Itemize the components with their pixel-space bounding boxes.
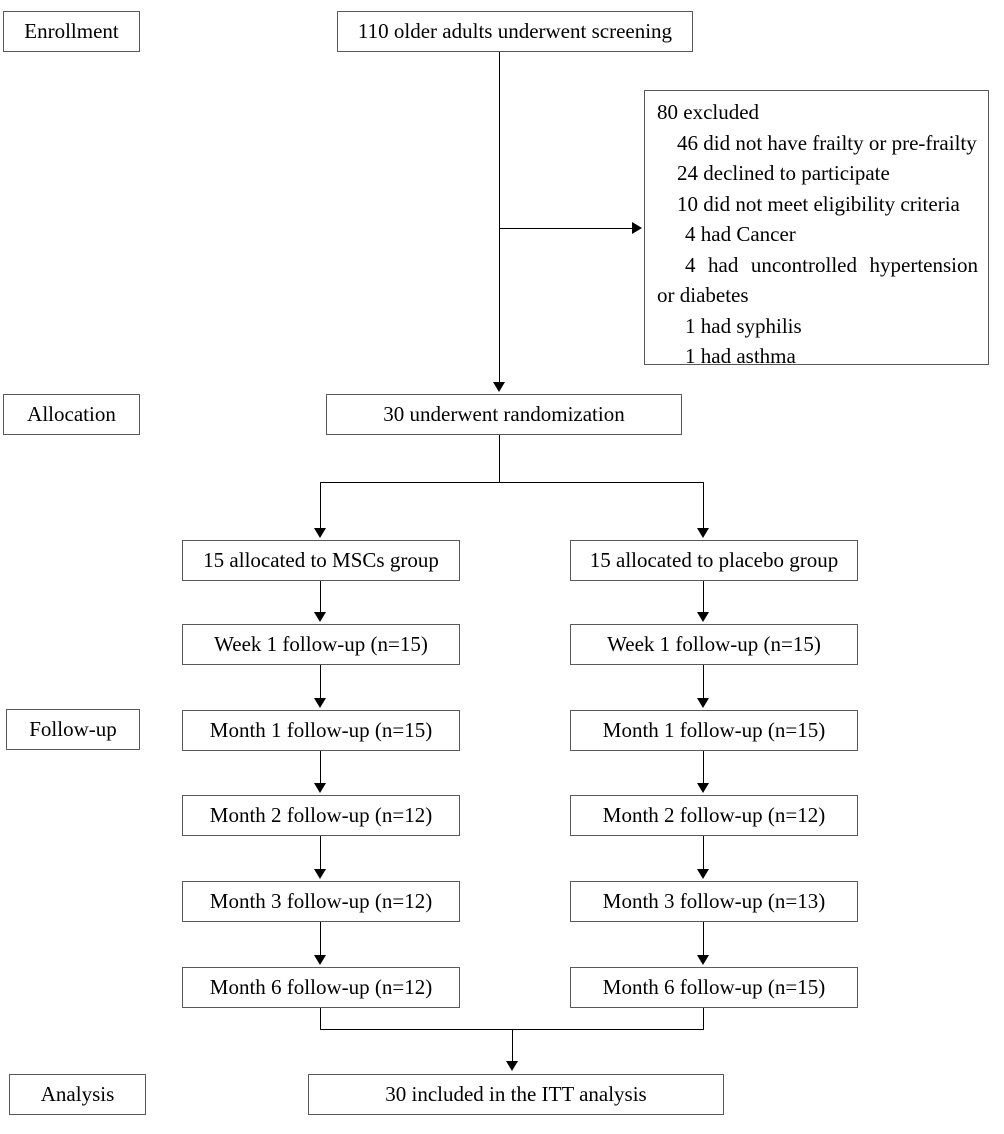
analysis-box: 30 included in the ITT analysis xyxy=(308,1074,724,1115)
connector-mscs-month3-to-month6 xyxy=(320,922,321,956)
stage-label-allocation-text: Allocation xyxy=(27,402,116,427)
stage-label-enrollment-text: Enrollment xyxy=(24,19,119,44)
placebo-followup-text: Month 2 follow-up (n=12) xyxy=(602,803,826,828)
stage-label-analysis: Analysis xyxy=(9,1074,146,1115)
excluded-box: 80 excluded 46 did not have frailty or p… xyxy=(644,90,989,368)
arrowhead-to-randomization xyxy=(493,382,505,392)
arrowhead-to-placebo-allocation xyxy=(697,528,709,538)
connector-split-bar xyxy=(320,482,704,483)
connector-merge-stem xyxy=(512,1029,513,1063)
arrowhead-placebo-month3 xyxy=(697,869,709,879)
connector-split-right xyxy=(703,482,704,530)
connector-randomization-stem xyxy=(499,435,500,482)
screening-box: 110 older adults underwent screening xyxy=(337,11,693,52)
arrowhead-placebo-month2 xyxy=(697,783,709,793)
excluded-reason-item: 1 had asthma xyxy=(685,344,796,369)
mscs-followup-box: Week 1 follow-up (n=15) xyxy=(182,624,460,665)
mscs-followup-text: Month 2 follow-up (n=12) xyxy=(209,803,433,828)
connector-placebo-month1-to-month2 xyxy=(703,751,704,784)
connector-to-excluded xyxy=(499,228,633,229)
connector-mscs-month2-to-month3 xyxy=(320,836,321,870)
placebo-followup-text: Month 1 follow-up (n=15) xyxy=(602,718,826,743)
arrowhead-mscs-month6 xyxy=(314,955,326,965)
placebo-followup-text: Month 6 follow-up (n=15) xyxy=(602,975,826,1000)
connector-split-left xyxy=(320,482,321,530)
analysis-text: 30 included in the ITT analysis xyxy=(385,1082,647,1107)
placebo-followup-box: Month 6 follow-up (n=15) xyxy=(570,967,858,1008)
mscs-allocation-text: 15 allocated to MSCs group xyxy=(203,548,439,573)
mscs-followup-box: Month 3 follow-up (n=12) xyxy=(182,881,460,922)
stage-label-analysis-text: Analysis xyxy=(40,1082,115,1107)
arrowhead-placebo-month1 xyxy=(697,698,709,708)
arrowhead-placebo-week1 xyxy=(697,612,709,622)
arrowhead-to-excluded xyxy=(632,222,642,234)
mscs-followup-box: Month 2 follow-up (n=12) xyxy=(182,795,460,836)
randomization-box: 30 underwent randomization xyxy=(326,394,682,435)
mscs-followup-text: Month 3 follow-up (n=12) xyxy=(209,889,433,914)
mscs-followup-text: Month 1 follow-up (n=15) xyxy=(209,718,433,743)
screening-text: 110 older adults underwent screening xyxy=(357,19,673,44)
excluded-reason-item: 4 had uncontrolled hypertension xyxy=(685,252,978,277)
connector-mscs-month1-to-month2 xyxy=(320,751,321,784)
stage-label-followup: Follow-up xyxy=(6,709,140,750)
excluded-reason-item: 10 did not meet eligibility criteria xyxy=(677,191,960,216)
stage-label-allocation: Allocation xyxy=(3,394,140,435)
placebo-allocation-box: 15 allocated to placebo group xyxy=(570,540,858,581)
arrowhead-to-mscs-allocation xyxy=(314,528,326,538)
excluded-heading: 80 excluded xyxy=(657,100,760,124)
arrowhead-placebo-month6 xyxy=(697,955,709,965)
placebo-followup-box: Week 1 follow-up (n=15) xyxy=(570,624,858,665)
connector-merge-left xyxy=(320,1008,321,1030)
connector-mscs-alloc-to-week1 xyxy=(320,581,321,614)
excluded-reason-item: 46 did not have frailty or pre-frailty xyxy=(677,130,977,155)
connector-mscs-week1-to-month1 xyxy=(320,665,321,699)
connector-merge-right xyxy=(703,1008,704,1030)
stage-label-enrollment: Enrollment xyxy=(3,11,140,52)
excluded-reason-item: 4 had Cancer xyxy=(685,222,796,247)
excluded-reason-item: 24 declined to participate xyxy=(677,161,890,186)
placebo-followup-box: Month 3 follow-up (n=13) xyxy=(570,881,858,922)
randomization-text: 30 underwent randomization xyxy=(383,402,625,427)
connector-placebo-month2-to-month3 xyxy=(703,836,704,870)
placebo-followup-text: Week 1 follow-up (n=15) xyxy=(607,632,821,657)
arrowhead-to-analysis xyxy=(506,1061,518,1071)
placebo-followup-box: Month 2 follow-up (n=12) xyxy=(570,795,858,836)
mscs-followup-text: Month 6 follow-up (n=12) xyxy=(209,975,433,1000)
connector-screening-to-randomization xyxy=(499,52,500,384)
arrowhead-mscs-month3 xyxy=(314,869,326,879)
stage-label-followup-text: Follow-up xyxy=(29,717,117,742)
mscs-followup-box: Month 6 follow-up (n=12) xyxy=(182,967,460,1008)
placebo-followup-text: Month 3 follow-up (n=13) xyxy=(602,889,826,914)
mscs-followup-text: Week 1 follow-up (n=15) xyxy=(214,632,428,657)
arrowhead-mscs-week1 xyxy=(314,612,326,622)
arrowhead-mscs-month2 xyxy=(314,783,326,793)
excluded-reason-item: 1 had syphilis xyxy=(685,313,802,338)
connector-placebo-week1-to-month1 xyxy=(703,665,704,699)
connector-placebo-month3-to-month6 xyxy=(703,922,704,956)
placebo-followup-box: Month 1 follow-up (n=15) xyxy=(570,710,858,751)
placebo-allocation-text: 15 allocated to placebo group xyxy=(589,548,839,573)
mscs-followup-box: Month 1 follow-up (n=15) xyxy=(182,710,460,751)
excluded-reason-item-continuation: or diabetes xyxy=(657,283,749,308)
arrowhead-mscs-month1 xyxy=(314,698,326,708)
mscs-allocation-box: 15 allocated to MSCs group xyxy=(182,540,460,581)
connector-placebo-alloc-to-week1 xyxy=(703,581,704,614)
